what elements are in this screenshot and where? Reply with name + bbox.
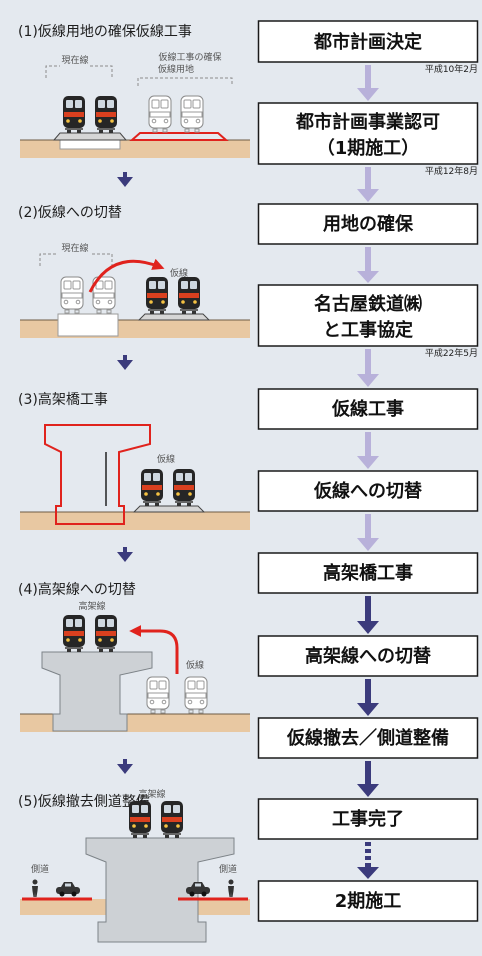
step-down-arrow [117,759,133,774]
flow-arrow-upcoming [357,761,379,797]
train-icon [161,801,183,838]
ghost-train-icon [60,276,84,314]
step-5: (5)仮線撤去側道整備 高架線 側道 側道 [18,788,250,943]
flow-box: 仮線工事 [257,388,479,430]
car-icon [56,882,80,897]
step-3: (3)高架橋工事 仮線 [18,391,250,530]
ground [20,512,250,530]
train-icon [141,469,163,506]
temp-line-label: 仮線 [186,659,204,671]
foundation-block [57,313,119,337]
track-ballast [52,132,128,141]
step-down-arrow [117,355,133,370]
flow-box: 名古屋鉄道㈱ と工事協定 [257,284,479,347]
flow-box: 2期施工 [257,880,479,922]
train-icon [129,801,151,838]
step-heading: (1)仮線用地の確保仮線工事 [18,24,192,40]
pedestrian-icon [32,879,38,897]
temp-line-label: 仮線 [157,453,175,465]
foundation-block [59,139,121,150]
train-icon [95,96,117,133]
flow-date: 平成12年8月 [425,165,478,177]
elevated-line-label: 高架線 [78,600,105,612]
pedestrian-icon [228,879,234,897]
flow-date: 平成10年2月 [425,63,478,75]
current-line-bracket [45,65,113,78]
flow-date: 平成22年5月 [425,347,478,359]
train-icon [63,96,85,133]
flow-box-label: と工事協定 [323,319,413,341]
viaduct [85,837,235,943]
current-line-label: 現在線 [61,242,88,254]
flow-box-label: 名古屋鉄道㈱ [314,293,422,315]
side-road-label: 側道 [31,863,49,875]
flow-arrow-completed [357,349,379,387]
flow-arrow-completed [357,65,379,101]
track-ballast [132,505,206,513]
current-line-bracket [39,253,113,266]
train-icon [173,469,195,506]
flow-box-label: （1期施工） [317,137,420,159]
flow-box: 高架線への切替 [257,635,479,677]
flow-box-label: 仮線工事 [331,398,404,420]
flow-arrow-upcoming [357,679,379,716]
flow-box-label: 仮線への切替 [313,480,423,502]
flow-box: 高架橋工事 [257,552,479,594]
flow-box-label: 2期施工 [335,890,402,912]
flow-box-label: 高架線への切替 [305,645,432,667]
step-4: (4)高架線への切替 高架線 仮線 [18,581,250,732]
ghost-train-icon [148,95,172,133]
step-down-arrow [117,547,133,562]
step-1: (1)仮線用地の確保仮線工事 現在線 仮線工事の確保 仮線用地 [18,24,250,158]
track-ballast [137,313,211,321]
flow-arrow-completed [357,514,379,551]
train-icon [95,615,117,652]
step-heading: (5)仮線撤去側道整備 [18,794,150,810]
ghost-train-icon [146,676,170,714]
flow-arrow-completed [357,432,379,469]
temp-line-land-outline [129,132,229,141]
side-road-label: 側道 [219,863,237,875]
flow-box-label: 高架橋工事 [323,562,413,584]
flow-arrow-completed [357,167,379,202]
viaduct [41,651,153,732]
step-heading: (4)高架線への切替 [18,581,136,598]
train-icon [146,277,168,314]
flow-box: 用地の確保 [257,203,479,245]
temp-land-bracket [137,77,233,86]
train-icon [63,615,85,652]
flow-column: 都市計画決定 平成10年2月 都市計画事業認可 （1期施工） 平成12年8月 用… [257,20,479,922]
flow-box-label: 仮線撤去／側道整備 [286,727,449,749]
flow-box: 仮線への切替 [257,470,479,512]
flow-arrow-completed [357,247,379,283]
temp-land-label-2: 仮線用地 [158,63,194,75]
ground [20,140,250,158]
switch-arrow [88,258,165,293]
flow-box: 仮線撤去／側道整備 [257,717,479,759]
step-heading: (2)仮線への切替 [18,205,122,221]
temp-line-label: 仮線 [170,267,188,279]
ghost-train-icon [180,95,204,133]
flow-box: 都市計画事業認可 （1期施工） [257,102,479,165]
train-icon [178,277,200,314]
elevated-line-label: 高架線 [138,788,165,800]
ghost-train-icon [184,676,208,714]
flow-box-label: 都市計画事業認可 [295,111,440,133]
step-2: (2)仮線への切替 現在線 仮線 [18,205,250,338]
switch-arrow [129,625,179,674]
flow-box: 都市計画決定 [257,20,479,63]
ground [20,320,250,338]
flow-box-label: 用地の確保 [323,213,414,235]
flow-box-label: 工事完了 [332,808,404,830]
viaduct-under-construction [44,424,151,525]
step-heading: (3)高架橋工事 [18,391,108,408]
temp-land-label-1: 仮線工事の確保 [158,51,221,63]
current-line-label: 現在線 [61,54,88,66]
flow-box: 工事完了 [257,798,479,840]
flow-arrow-upcoming [357,596,379,634]
step-down-arrow [117,172,133,187]
flow-arrow-dashed [357,842,379,879]
flow-box-label: 都市計画決定 [313,31,422,53]
